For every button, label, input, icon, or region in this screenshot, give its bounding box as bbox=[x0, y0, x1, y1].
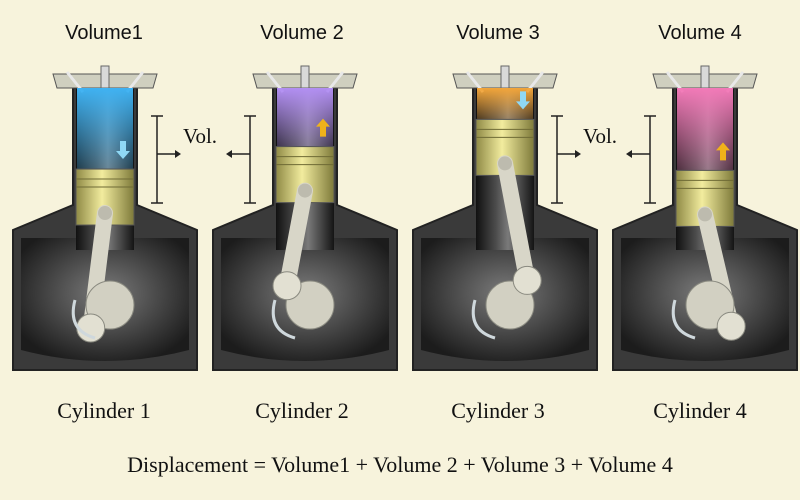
spark-plug bbox=[700, 65, 710, 89]
rotation-arrow bbox=[471, 299, 496, 340]
direction-arrow bbox=[516, 91, 530, 110]
spark-plug bbox=[500, 65, 510, 89]
volume-2-title: Volume 2 bbox=[260, 22, 344, 44]
vol-annotation-1: Vol. bbox=[183, 124, 218, 148]
crank-pin bbox=[272, 271, 302, 301]
rotation-arrow bbox=[671, 299, 696, 340]
crank-pin bbox=[512, 265, 542, 295]
connecting-rod bbox=[279, 182, 313, 294]
engine-2 bbox=[212, 65, 398, 371]
cylinder-4-label: Cylinder 4 bbox=[653, 398, 747, 423]
wrist-pin bbox=[298, 183, 312, 198]
cylinder-3-label: Cylinder 3 bbox=[451, 398, 545, 423]
vol-annotation-3: Vol. bbox=[583, 124, 618, 148]
cylinder-2-label: Cylinder 2 bbox=[255, 398, 349, 423]
spark-plug bbox=[100, 65, 110, 89]
engine-1 bbox=[12, 65, 198, 371]
spark-plug bbox=[300, 65, 310, 89]
crank-pin bbox=[716, 311, 746, 341]
engine-3 bbox=[412, 65, 598, 371]
wrist-pin bbox=[498, 156, 512, 171]
direction-arrow bbox=[316, 118, 330, 137]
volume-1-title: Volume1 bbox=[65, 22, 143, 44]
cylinder-1-label: Cylinder 1 bbox=[57, 398, 151, 423]
volume-3-title: Volume 3 bbox=[456, 22, 540, 44]
direction-arrow bbox=[116, 141, 130, 160]
volume-4-title: Volume 4 bbox=[658, 22, 742, 44]
wrist-pin bbox=[698, 207, 712, 222]
direction-arrow bbox=[716, 142, 730, 161]
engine-4 bbox=[612, 65, 798, 371]
rotation-arrow bbox=[71, 299, 96, 340]
rotation-arrow bbox=[271, 299, 296, 340]
connecting-rod bbox=[497, 155, 536, 289]
displacement-formula: Displacement = Volume1 + Volume 2 + Volu… bbox=[127, 452, 673, 477]
gas-charge bbox=[277, 88, 333, 147]
wrist-pin bbox=[98, 206, 112, 221]
